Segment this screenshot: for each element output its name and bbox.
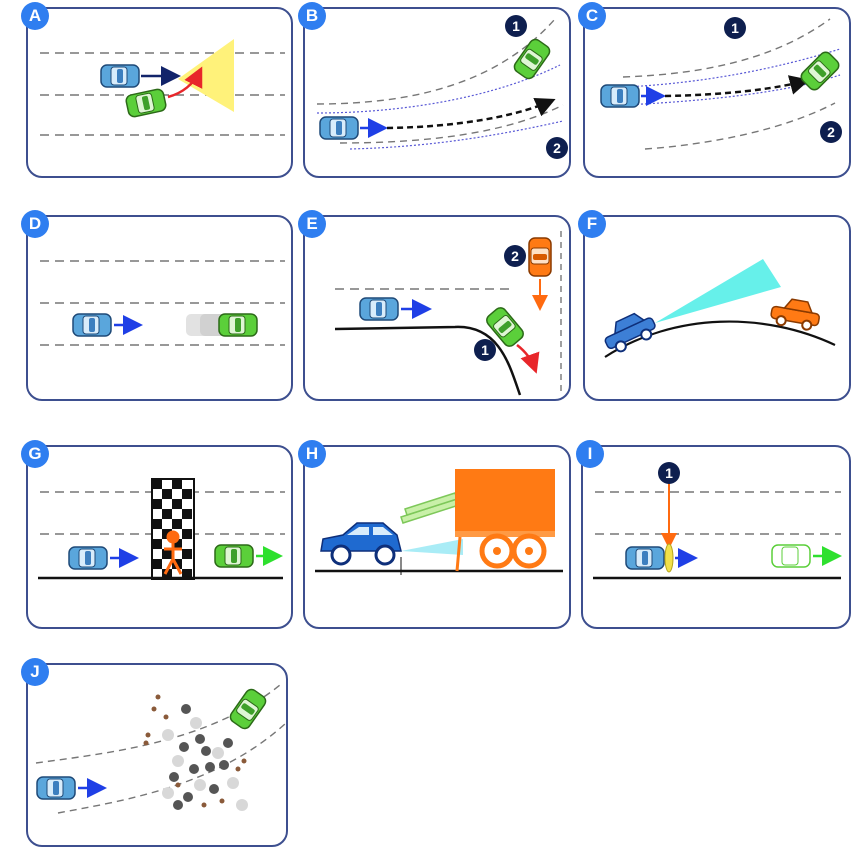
ego-car-icon <box>359 297 399 321</box>
sensor-cone-icon <box>655 259 781 323</box>
panel-i: I 1 <box>576 440 851 629</box>
marker-2: 2 <box>546 137 568 159</box>
scene-g <box>38 478 285 580</box>
blue-sedan-icon <box>604 312 656 353</box>
scene-e <box>334 231 562 396</box>
panel-b: B 1 2 <box>298 2 571 178</box>
panel-label-badge: J <box>21 658 49 686</box>
blue-sedan-icon <box>320 522 402 566</box>
truck-icon <box>400 469 555 572</box>
orange-sedan-icon <box>770 298 820 331</box>
panel-c: C 1 2 <box>578 2 851 178</box>
panel-a: A <box>21 2 293 178</box>
ego-car-icon <box>600 84 640 108</box>
orange-car-icon <box>528 237 552 277</box>
ghost-car-icon <box>771 544 811 568</box>
debris-cloud <box>143 694 248 811</box>
panel-j: J <box>21 658 288 847</box>
sensor-cone-icon <box>178 39 234 112</box>
panel-label-badge: I <box>576 440 604 468</box>
pedestrian-icon <box>163 530 183 575</box>
panel-label-badge: G <box>21 440 49 468</box>
ego-car-icon <box>68 546 108 570</box>
panel-label-badge: E <box>298 210 326 238</box>
ego-car-icon <box>625 546 665 570</box>
scene-j <box>35 684 287 814</box>
other-car-icon <box>227 686 269 732</box>
scene-f <box>604 259 836 358</box>
other-car-icon <box>798 49 842 93</box>
panel-g: G <box>21 440 293 629</box>
marker-1: 1 <box>474 339 496 361</box>
marker-1: 1 <box>724 17 746 39</box>
panel-label-badge: F <box>578 210 606 238</box>
scene-i <box>593 483 842 580</box>
panel-label-badge: A <box>21 2 49 30</box>
ego-car-icon <box>319 116 359 140</box>
crosswalk <box>151 478 195 580</box>
ego-car-icon <box>100 64 140 88</box>
obstacle-icon <box>664 543 674 573</box>
panel-e: E 2 1 <box>298 210 571 401</box>
other-car-icon <box>511 36 553 82</box>
scene-d <box>40 260 285 346</box>
marker-1: 1 <box>658 462 680 484</box>
panel-label-badge: H <box>298 440 326 468</box>
scene-a <box>40 39 285 136</box>
ego-car-icon <box>36 776 76 800</box>
panel-label-badge: D <box>21 210 49 238</box>
scene-h <box>315 469 563 575</box>
scene-c <box>600 18 842 150</box>
scene-b <box>316 18 564 150</box>
panel-d: D <box>21 210 293 401</box>
panel-label-badge: C <box>578 2 606 30</box>
sensor-cone-icon <box>401 539 463 555</box>
marker-2: 2 <box>504 245 526 267</box>
marker-1: 1 <box>505 15 527 37</box>
other-car-icon <box>214 544 254 568</box>
ego-car-icon <box>72 313 112 337</box>
panel-label-badge: B <box>298 2 326 30</box>
panel-h: H <box>298 440 571 629</box>
other-car-icon <box>218 313 258 337</box>
other-car-icon <box>124 87 168 119</box>
marker-2: 2 <box>820 121 842 143</box>
panel-f: F <box>578 210 851 401</box>
